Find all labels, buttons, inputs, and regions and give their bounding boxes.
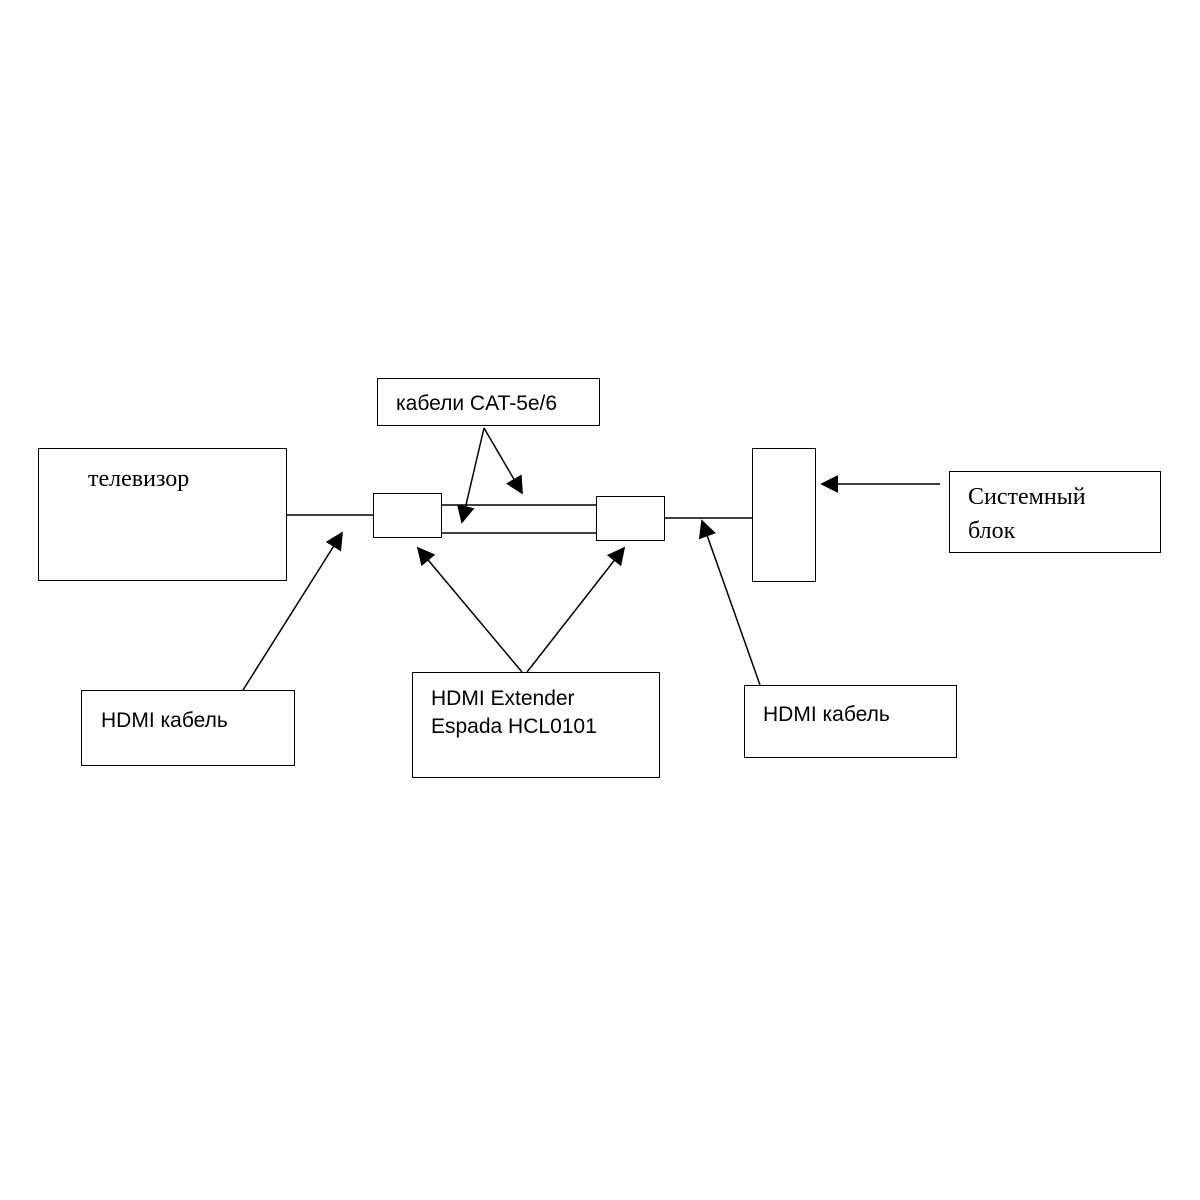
hdmi-cable-left-label: HDMI кабель [101, 709, 228, 732]
system-unit-label-line2: блок [968, 518, 1016, 544]
arrow-cat-to-bottom-line [456, 427, 485, 524]
system-unit-box [752, 448, 816, 582]
extender-label-line1: HDMI Extender [431, 687, 575, 710]
arrow-hdmi-right [698, 519, 761, 686]
hdmi-cable-left-label-box [81, 690, 295, 766]
arrow-extender-right [526, 546, 626, 673]
arrow-cat-to-top-line [483, 427, 523, 495]
system-unit-label-box [949, 471, 1161, 553]
extender-label-line2: Espada HCL0101 [431, 715, 597, 738]
arrow-hdmi-left [242, 531, 343, 691]
extender-unit-right [596, 496, 665, 541]
system-unit-label-line1: Системный [968, 484, 1086, 510]
hdmi-cable-right-label-box [744, 685, 957, 758]
arrow-extender-left [416, 546, 523, 673]
hdmi-cable-right-label: HDMI кабель [763, 703, 890, 726]
tv-label: телевизор [88, 466, 190, 492]
cat-cables-label-box [377, 378, 600, 426]
extender-label-box [412, 672, 660, 778]
extender-unit-left [373, 493, 442, 538]
tv-box [38, 448, 287, 581]
cat-cables-label: кабели CAT-5e/6 [396, 392, 558, 415]
